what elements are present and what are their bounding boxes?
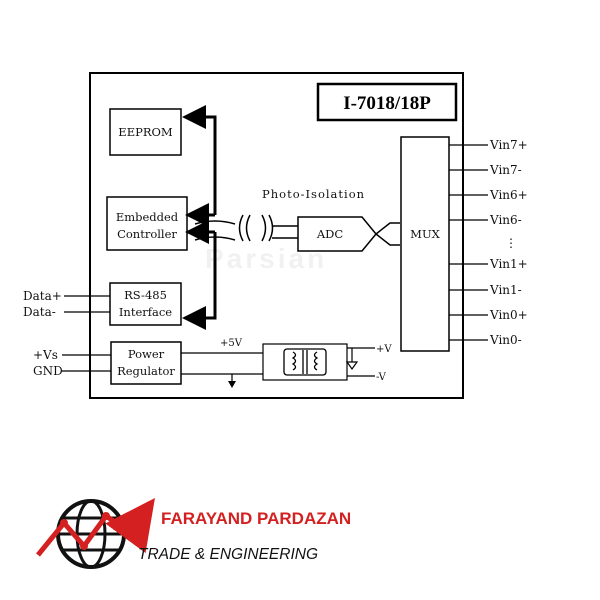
controller-label-1: Embedded [116, 210, 179, 224]
mux-label: MUX [410, 227, 440, 241]
isolated-ground-icon [345, 361, 359, 371]
mux-block [400, 136, 450, 352]
eeprom-block [109, 108, 182, 156]
controller-bus-lines [182, 105, 217, 330]
ground-arrow-icon [228, 381, 236, 388]
pin-vin1-minus: Vin1- [489, 283, 522, 297]
eeprom-label: EEPROM [118, 125, 173, 139]
right-pin-lines [449, 144, 488, 341]
pin-vin0-plus: Vin0+ [489, 308, 528, 322]
iso-minus-label: -V [376, 372, 387, 383]
brand-tagline: TRADE & ENGINEERING [138, 546, 318, 563]
pin-vin1-plus: Vin1+ [489, 257, 528, 271]
adc-block [297, 216, 377, 252]
power-rail [181, 352, 263, 384]
rs485-label-1: RS-485 [124, 288, 167, 302]
rs485-block [109, 282, 182, 326]
pin-ellipsis: ⋮ [505, 236, 517, 250]
isolated-output-lines [347, 347, 375, 377]
module-title: I-7018/18P [343, 93, 431, 114]
adc-label: ADC [316, 227, 344, 241]
controller-label-2: Controller [117, 227, 177, 241]
pin-vin7-plus: Vin7+ [489, 138, 528, 152]
isolation-transformer-box [262, 343, 348, 381]
pin-vs-plus: +Vs [33, 348, 58, 362]
title-box [316, 82, 458, 122]
pin-vin0-minus: Vin0- [489, 333, 522, 347]
power-label-2: Regulator [117, 364, 175, 378]
plus5v-label: +5V [220, 338, 243, 349]
adc-mux-connection [375, 222, 400, 246]
pin-vin6-plus: Vin6+ [489, 188, 528, 202]
module-outline [89, 72, 464, 399]
power-label-1: Power [128, 347, 165, 361]
growth-arrow-icon [36, 497, 155, 557]
pin-gnd: GND [33, 364, 63, 378]
pin-vin6-minus: Vin6- [489, 213, 522, 227]
pin-data-plus: Data+ [23, 289, 62, 303]
pin-vin7-minus: Vin7- [489, 163, 522, 177]
left-pin-lines [62, 295, 111, 372]
rs485-label-2: Interface [119, 305, 172, 319]
photo-isolation-symbol [194, 214, 298, 242]
company-logo [36, 497, 155, 569]
iso-plus-label: +V [376, 344, 392, 355]
brand-name: FARAYAND PARDAZAN [161, 509, 351, 528]
power-regulator-block [110, 341, 182, 385]
pin-data-minus: Data- [23, 305, 56, 319]
transformer-coil-icon [283, 348, 327, 376]
photo-isolation-label: Photo-Isolation [262, 187, 365, 201]
